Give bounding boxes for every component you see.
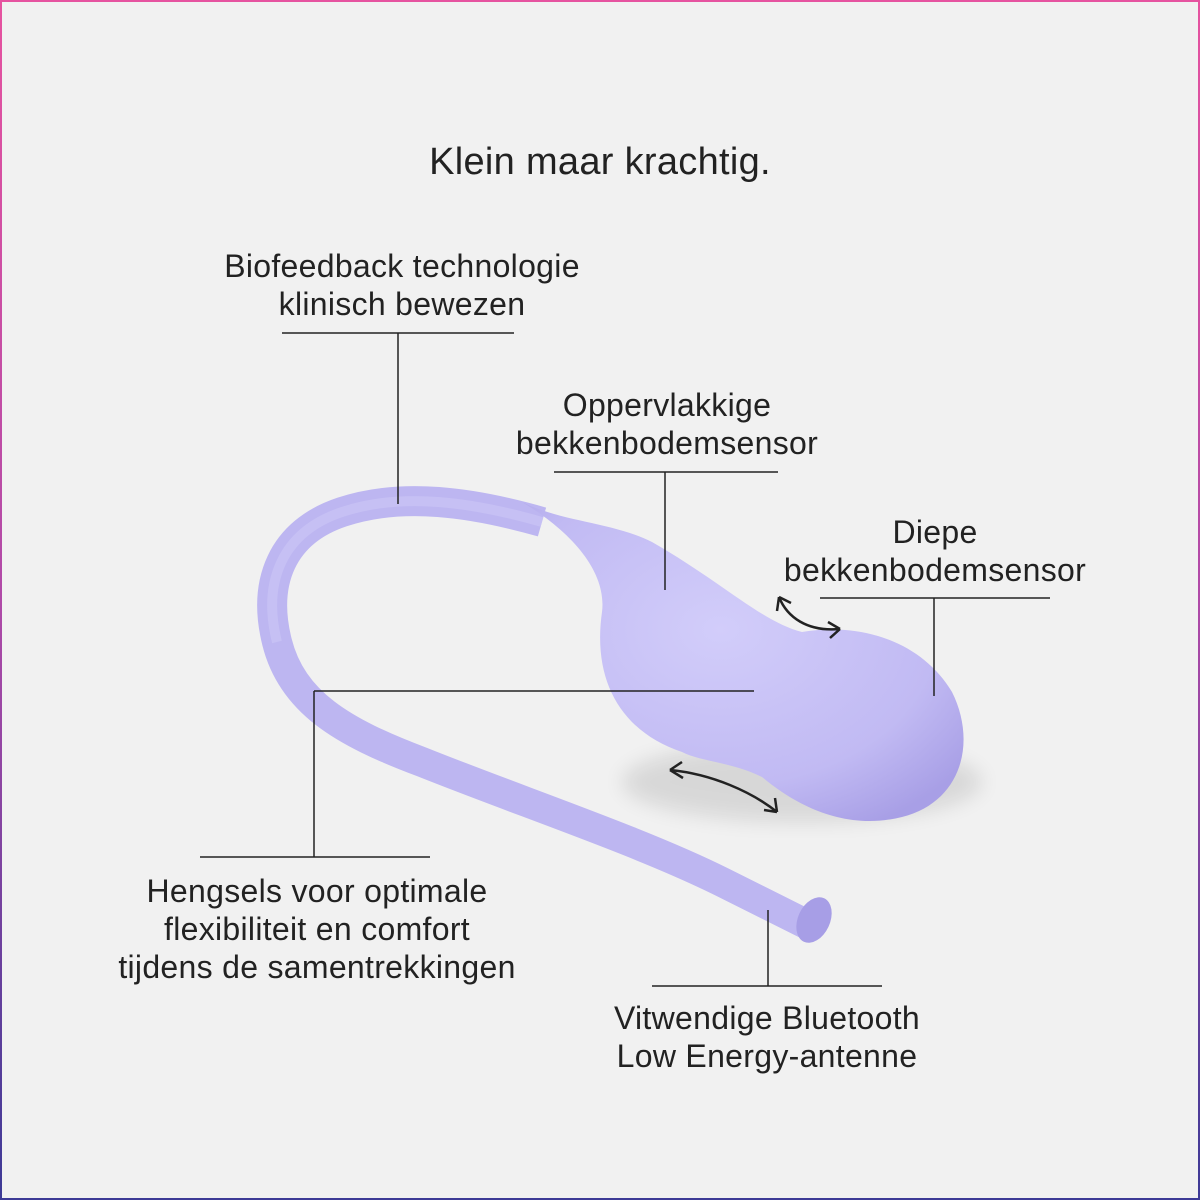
label-line: bekkenbodemsensor [515, 425, 819, 461]
label-line: tijdens de samentrekkingen [118, 949, 516, 985]
label-surface-sensor: Oppervlakkige bekkenbodemsensor [442, 386, 892, 462]
label-line: Vitwendige Bluetooth [613, 1000, 921, 1036]
flex-arrow-bottom-icon [669, 760, 779, 814]
label-hinges: Hengsels voor optimale flexibiliteit en … [42, 872, 592, 986]
label-line: Diepe [892, 514, 978, 550]
antenna-tip [796, 897, 832, 943]
label-line: klinisch bewezen [278, 286, 526, 322]
label-line: Low Energy-antenne [616, 1038, 918, 1074]
page-title: Klein maar krachtig. [429, 141, 771, 183]
label-biofeedback: Biofeedback technologie klinisch bewezen [132, 247, 672, 323]
label-line: Oppervlakkige [562, 387, 772, 423]
label-antenna: Vitwendige Bluetooth Low Energy-antenne [542, 999, 992, 1075]
device-body [522, 502, 964, 822]
leader-lines [200, 332, 1050, 987]
label-line: flexibiliteit en comfort [164, 911, 470, 947]
label-line: Hengsels voor optimale [146, 873, 488, 909]
label-line: Biofeedback technologie [224, 248, 580, 284]
flex-arrow-top-icon [775, 595, 841, 639]
label-deep-sensor: Diepe bekkenbodemsensor [710, 513, 1160, 589]
label-line: bekkenbodemsensor [783, 552, 1087, 588]
